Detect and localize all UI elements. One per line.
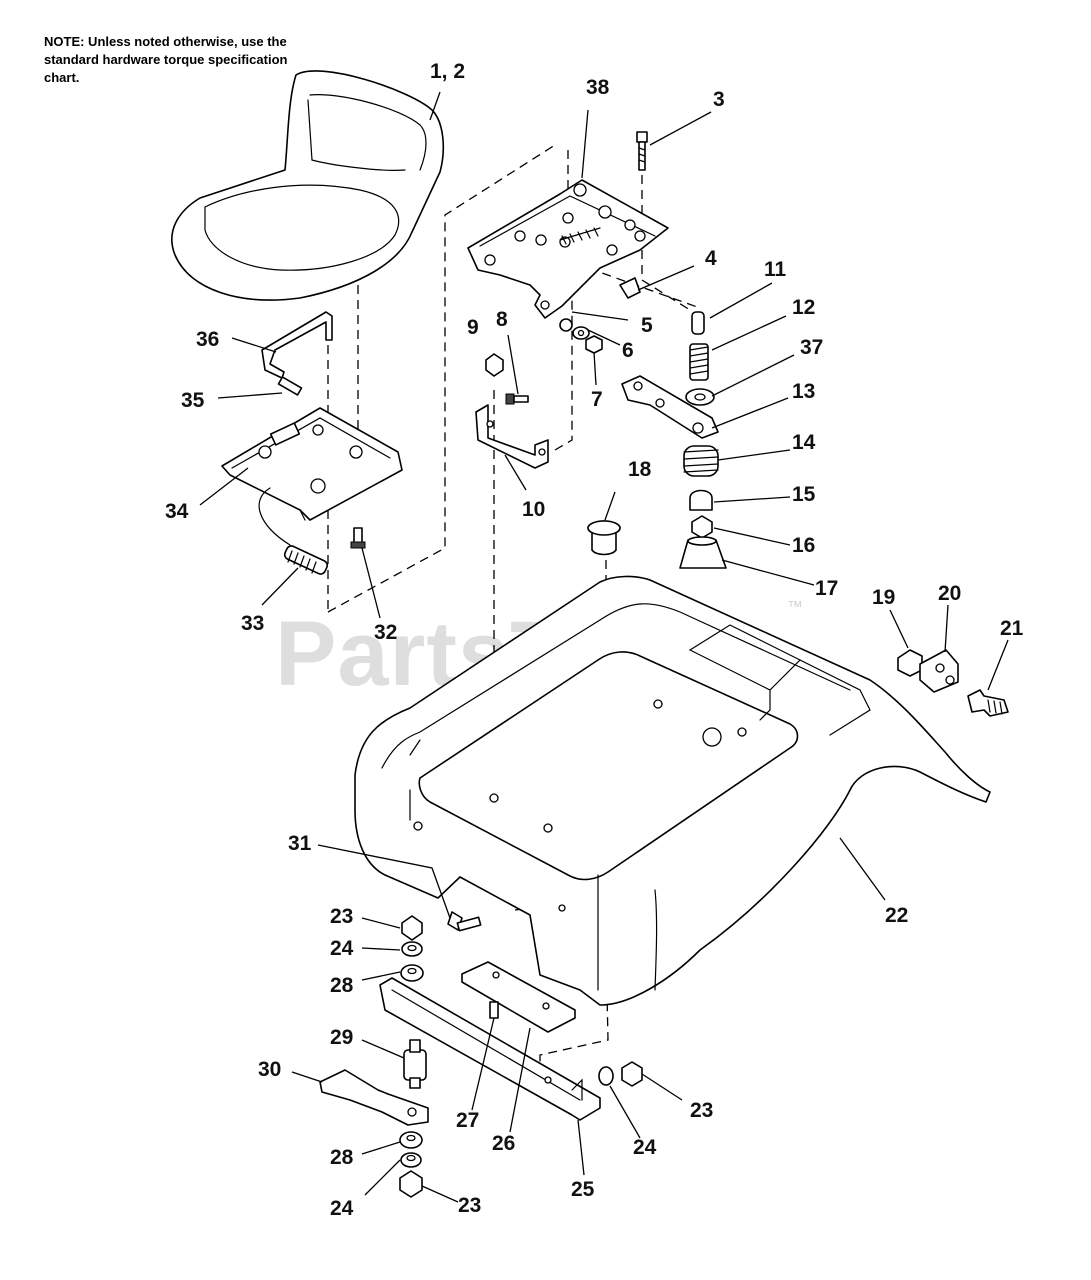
label-7: 7 bbox=[591, 388, 603, 411]
label-14: 14 bbox=[792, 431, 816, 454]
label-25: 25 bbox=[571, 1178, 595, 1201]
washer-group-5-6-7 bbox=[559, 318, 603, 354]
nut-9 bbox=[485, 353, 504, 377]
label-17: 17 bbox=[815, 577, 838, 600]
plate-26 bbox=[461, 961, 576, 1033]
label-9: 9 bbox=[467, 316, 479, 339]
plug-18 bbox=[587, 520, 621, 556]
seat-hinge-plate bbox=[467, 179, 669, 319]
label-24-a: 24 bbox=[330, 937, 354, 960]
bracket-30 bbox=[319, 1069, 429, 1126]
label-23-b: 23 bbox=[690, 1099, 713, 1122]
left-hardware-stack bbox=[400, 915, 424, 982]
label-8: 8 bbox=[496, 308, 508, 331]
label-18: 18 bbox=[628, 458, 652, 481]
seat-latch-rod bbox=[261, 311, 333, 396]
mounting-bar-25 bbox=[379, 977, 601, 1121]
label-19: 19 bbox=[872, 586, 895, 609]
label-4: 4 bbox=[705, 247, 717, 270]
seat-bolt bbox=[350, 527, 366, 549]
label-16: 16 bbox=[792, 534, 815, 557]
clip-4 bbox=[619, 277, 641, 299]
label-28-b: 28 bbox=[330, 1146, 354, 1169]
leader-lines bbox=[199, 91, 1009, 1203]
label-13: 13 bbox=[792, 380, 815, 403]
label-11: 11 bbox=[764, 258, 787, 281]
bottom-hardware-stack bbox=[399, 1131, 423, 1198]
spring-stack bbox=[621, 311, 727, 569]
label-10: 10 bbox=[522, 498, 545, 521]
label-3: 3 bbox=[713, 88, 725, 111]
bolt-3 bbox=[636, 131, 648, 171]
bolt-27 bbox=[489, 1001, 499, 1019]
label-24-b: 24 bbox=[633, 1136, 657, 1159]
label-33: 33 bbox=[241, 612, 264, 635]
seat-spring bbox=[283, 545, 329, 575]
seat bbox=[171, 70, 445, 301]
label-38: 38 bbox=[586, 76, 610, 99]
torque-note: NOTE: Unless noted otherwise, use the st… bbox=[44, 34, 288, 85]
label-6: 6 bbox=[622, 339, 634, 362]
label-24-c: 24 bbox=[330, 1197, 354, 1220]
label-30: 30 bbox=[258, 1058, 281, 1081]
label-34: 34 bbox=[165, 500, 189, 523]
watermark-trademark: ™ bbox=[787, 599, 803, 616]
isolator-29 bbox=[403, 1039, 427, 1089]
label-32: 32 bbox=[374, 621, 397, 644]
label-31: 31 bbox=[288, 832, 312, 855]
label-1-2: 1, 2 bbox=[430, 60, 465, 83]
seat-mounting-plate bbox=[221, 407, 403, 546]
callout-labels: 1, 2 3 4 5 6 7 8 9 10 11 12 37 13 14 15 … bbox=[165, 60, 1024, 1220]
label-23-a: 23 bbox=[330, 905, 353, 928]
label-37: 37 bbox=[800, 336, 823, 359]
right-hardware bbox=[598, 1061, 643, 1087]
bolt-31 bbox=[447, 911, 482, 932]
label-36: 36 bbox=[196, 328, 219, 351]
fender-deck bbox=[354, 575, 991, 1006]
label-26: 26 bbox=[492, 1132, 515, 1155]
label-23-c: 23 bbox=[458, 1194, 481, 1217]
label-20: 20 bbox=[938, 582, 961, 605]
bracket-10 bbox=[475, 404, 549, 469]
label-35: 35 bbox=[181, 389, 205, 412]
label-12: 12 bbox=[792, 296, 815, 319]
label-28-a: 28 bbox=[330, 974, 354, 997]
label-22: 22 bbox=[885, 904, 908, 927]
bolt-8 bbox=[505, 393, 529, 405]
label-21: 21 bbox=[1000, 617, 1024, 640]
label-15: 15 bbox=[792, 483, 816, 506]
fender-mount-hardware bbox=[897, 649, 1009, 717]
label-29: 29 bbox=[330, 1026, 353, 1049]
label-27: 27 bbox=[456, 1109, 479, 1132]
label-5: 5 bbox=[641, 314, 653, 337]
